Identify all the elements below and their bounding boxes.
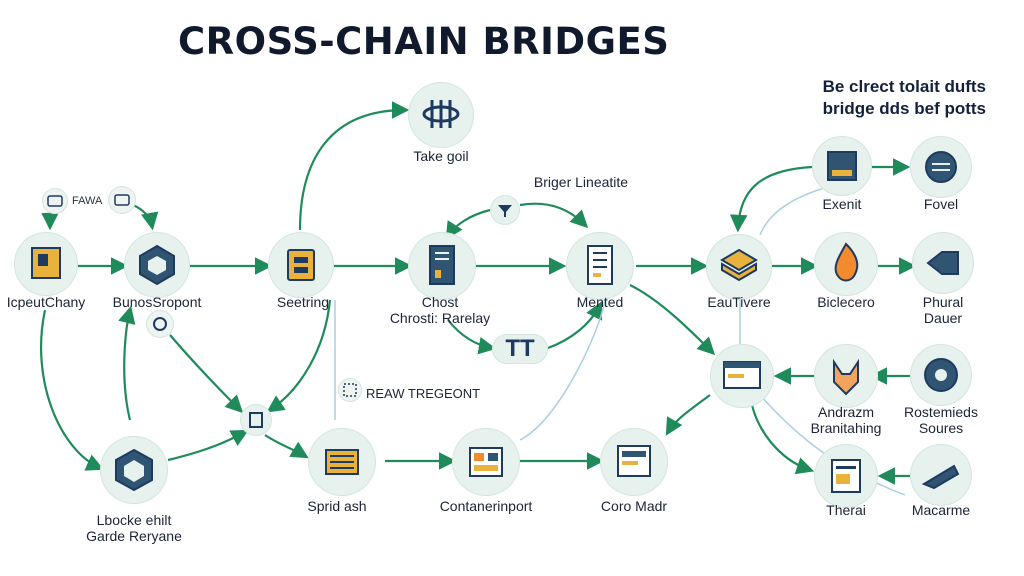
seetring-label: Seetring [276,294,330,310]
andrazm-line-2: Branitahing [810,420,882,436]
rostemieds-node [910,344,972,406]
arrow-ipeut-to-lbocke [40,309,105,471]
andrazm-node [814,344,878,408]
tiny-top-label: FAWA [72,195,103,207]
lbocke-node [100,436,168,504]
tt-node [492,334,548,364]
contane-label: Contanerinport [439,498,533,514]
exenit-node [812,136,872,196]
take-goil-label: Take goil [413,148,469,164]
ipeut-chany-node [14,232,78,296]
bus-icon [108,186,136,214]
eau-tivere-label: EauTivere [707,294,771,310]
phural-line-2: Dauer [923,310,963,326]
light-link-2 [519,299,606,441]
arrow-bunos-to-hub [169,334,244,414]
lbocke-line-2: Garde Reryane [86,528,182,544]
briger-lineatite-label: Briger Lineatite [533,174,629,190]
seetring-node [268,232,334,298]
mented-node [566,232,634,300]
browser-window-node [710,344,774,408]
phural-dauer-label: Phural Dauer [923,294,963,326]
take-goil-node [408,82,474,148]
andrazm-label: Andrazm Branitahing [811,404,882,436]
header-note: Be clrect tolait dufts bridge dds bef po… [823,76,986,120]
arrow-hub-to-sprid [264,434,309,459]
therai-label: Therai [826,502,866,518]
hub-icon [240,404,272,436]
andrazm-line-1: Andrazm [817,404,875,420]
macarme-label: Macarme [911,502,971,518]
arrow-lbocke-to-hub [167,429,249,462]
chost-node [408,232,476,300]
chost-label: Chost Chrosti: Rarelay [390,294,490,326]
sprid-ash-node [308,428,376,496]
macarme-node [910,444,972,506]
grid-icon [338,378,362,402]
rostemieds-line-1: Rostemieds [904,404,978,420]
arrow-seetring-to-takegoil [298,101,410,231]
arrow-mented-to-box [629,284,716,356]
bunos-sropont-label: BunosSropont [112,294,202,310]
note-line-1: Be clrect tolait dufts [822,77,986,96]
biclecero-node [814,232,878,296]
biclecero-label: Biclecero [817,294,875,310]
chost-line-2: Chrosti: Rarelay [389,310,491,326]
arrow-chost-to-tt [447,319,497,355]
phural-line-1: Phural [922,294,964,310]
contane-node [452,428,520,496]
reaw-tregeont-label: REAW TREGEONT [366,386,481,401]
arrow-exenit-to-eautivere [729,165,813,233]
arrow-box-to-coro [665,394,711,436]
lbocke-line-1: Lbocke ehilt [96,512,172,528]
tt-label: TT [505,335,535,362]
note-line-2: bridge dds bef potts [822,99,986,118]
arrow-briger-to-mented [519,202,589,229]
coro-madr-node [600,428,668,496]
rostemieds-label: Rostemieds Soures [904,404,978,436]
arrow-lbocke-to-bunos [118,305,136,421]
rostemieds-line-2: Soures [918,420,964,436]
fovel-node [910,136,972,198]
eau-tivere-node [706,234,772,300]
ipeut-chany-label: IcpeutChany [6,294,86,310]
therai-node [814,444,878,508]
exenit-label: Exenit [822,196,862,212]
gear-icon [146,310,174,338]
wallet-icon [42,188,68,214]
arrow-seetring-to-hub [266,299,332,413]
bunos-sropont-node [124,232,190,298]
lbocke-label: Lbocke ehilt Garde Reryane [86,512,182,544]
phural-dauer-node [912,232,974,294]
coro-madr-label: Coro Madr [600,498,668,514]
fovel-label: Fovel [923,196,959,212]
mented-label: Mented [576,294,624,310]
page-title: CROSS-CHAIN BRIDGES [178,20,670,63]
arrow-tt-to-mented [547,301,602,350]
sprid-ash-label: Sprid ash [307,498,367,514]
funnel-icon [490,195,520,225]
chost-line-1: Chost [421,294,459,310]
